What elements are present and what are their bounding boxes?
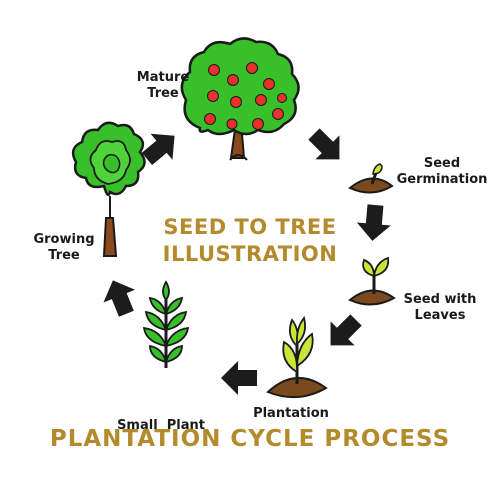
label-small-plant: Small Plant [96, 386, 226, 466]
label-line: Seed with [403, 292, 477, 307]
arrow-small-plant-to-growing [97, 274, 143, 321]
arrow-mature-to-germination [301, 121, 352, 172]
label-line: Growing [33, 232, 95, 247]
mature-tree-icon [180, 37, 300, 161]
label-seed-germination: Seed Germination [392, 156, 492, 188]
center-title-line: ILLUSTRATION [162, 242, 338, 266]
arrow-germination-to-leaves [355, 203, 393, 243]
bottom-title: PLANTATION CYCLE PROCESS [49, 426, 451, 452]
seed-germination-icon [348, 163, 394, 194]
label-line: Seed [423, 156, 461, 171]
label-line: Leaves [414, 308, 466, 323]
label-line: Small Plant [117, 418, 205, 433]
seed-with-leaves-icon [348, 256, 396, 306]
label-line: Plantation [253, 406, 329, 421]
label-line: Germination [396, 172, 488, 187]
small-plant-icon [142, 280, 190, 368]
label-plantation: Plantation [236, 406, 346, 422]
label-line: Tree [48, 248, 80, 263]
arrow-leaves-to-plantation [318, 307, 369, 358]
label-growing-tree: Growing Tree [24, 232, 104, 264]
label-line: Tree [147, 86, 179, 101]
plantation-icon [266, 316, 328, 399]
label-mature-tree: Mature Tree [118, 70, 208, 102]
growing-tree-icon [71, 121, 146, 257]
center-title-line: SEED TO TREE [163, 215, 337, 239]
label-line: Mature [136, 70, 190, 85]
center-title: SEED TO TREE ILLUSTRATION [150, 214, 350, 268]
label-seed-with-leaves: Seed with Leaves [390, 292, 490, 324]
arrow-plantation-to-small-plant [221, 361, 257, 395]
